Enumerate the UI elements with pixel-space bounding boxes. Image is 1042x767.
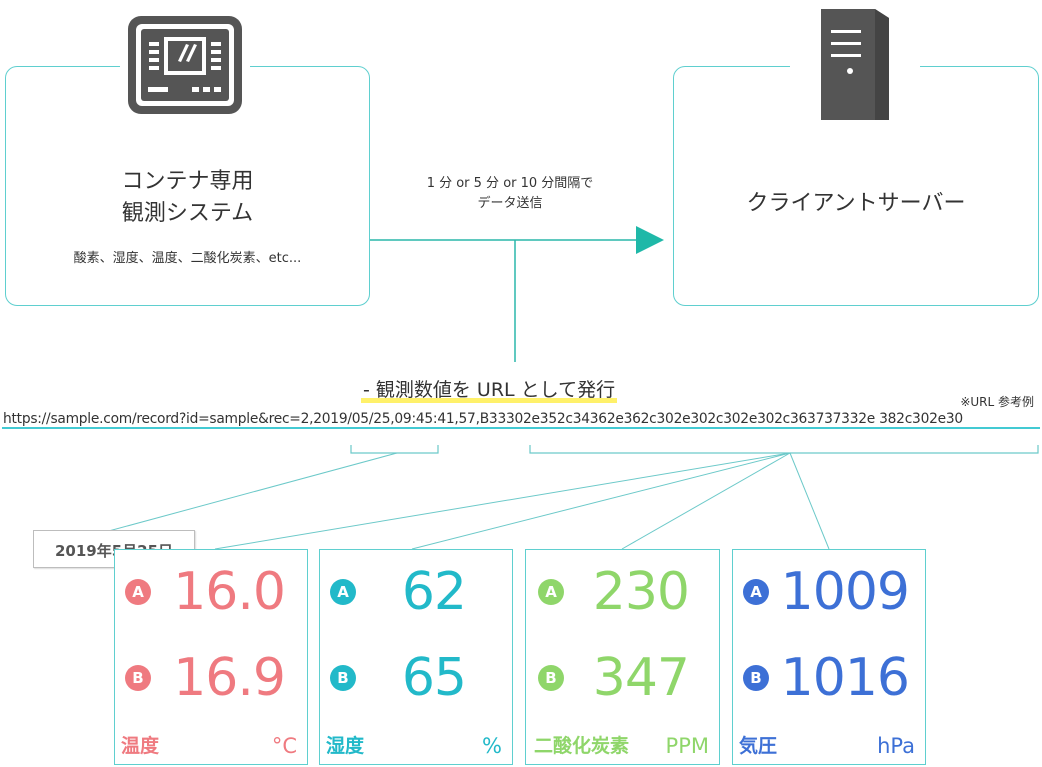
server-title: クライアントサーバー: [746, 191, 966, 216]
value-a: 62: [401, 562, 467, 622]
url-heading-text: - 観測数値を URL として発行: [363, 379, 616, 401]
sensor-label: 温度: [121, 735, 160, 757]
url-example-note: ※URL 参考例: [960, 395, 1034, 409]
temperature-card: A 16.0 B 16.9 温度 °C: [114, 549, 308, 765]
value-b: 65: [401, 648, 467, 708]
unit-label: °C: [271, 734, 297, 758]
pressure-card: A 1009 B 1016 気圧 hPa: [732, 549, 926, 765]
url-underline: [2, 427, 1040, 429]
date-bracket: [350, 445, 439, 454]
humidity-card: A 62 B 65 湿度 %: [319, 549, 513, 765]
badge-b: B: [125, 665, 151, 691]
fan-line-pressure: [789, 452, 830, 550]
fan-line-humidity: [411, 452, 791, 550]
badge-b: B: [330, 665, 356, 691]
value-b: 1016: [780, 648, 910, 708]
sample-url: https://sample.com/record?id=sample&rec=…: [3, 411, 963, 427]
value-a: 16.0: [173, 562, 286, 622]
transfer-interval-text: 1 分 or 5 分 or 10 分間隔で: [426, 176, 594, 191]
value-b: 347: [592, 648, 690, 708]
unit-label: hPa: [877, 734, 915, 758]
url-heading: - 観測数値を URL として発行: [361, 375, 618, 403]
transfer-data-text: データ送信: [477, 196, 543, 211]
fan-line-co2: [621, 452, 791, 550]
sensor-label: 湿度: [326, 735, 365, 757]
co2-card: A 230 B 347 二酸化炭素 PPM: [525, 549, 720, 765]
sensor-label: 気圧: [739, 735, 778, 757]
value-a: 230: [592, 562, 690, 622]
badge-a: A: [330, 579, 356, 605]
sensor-label: 二酸化炭素: [534, 735, 630, 757]
server-icon: [790, 4, 920, 124]
value-b: 16.9: [173, 648, 286, 708]
badge-b: B: [538, 665, 564, 691]
transfer-arrowhead: [636, 226, 664, 254]
badge-a: A: [743, 579, 769, 605]
value-a: 1009: [780, 562, 910, 622]
observed-items: 酸素、湿度、温度、二酸化炭素、etc...: [73, 251, 302, 266]
data-bracket: [529, 445, 1039, 454]
system-title-line1: コンテナ専用: [121, 169, 254, 194]
unit-label: PPM: [665, 734, 709, 758]
fan-line-date: [104, 452, 398, 533]
system-title-line2: 観測システム: [121, 201, 254, 226]
badge-b: B: [743, 665, 769, 691]
fan-line-temp: [214, 452, 791, 550]
badge-a: A: [125, 579, 151, 605]
unit-label: %: [482, 734, 502, 758]
control-panel-icon: [120, 12, 250, 118]
badge-a: A: [538, 579, 564, 605]
